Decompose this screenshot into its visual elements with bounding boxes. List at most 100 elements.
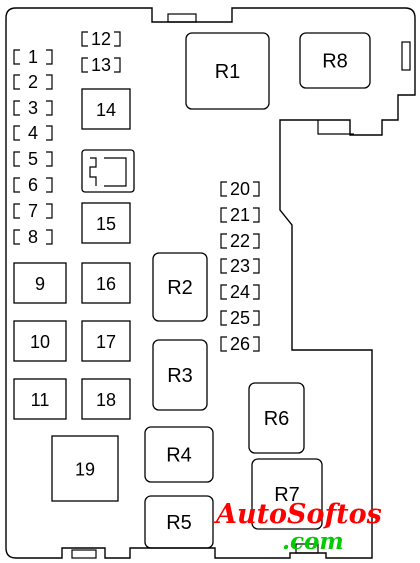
relay-r1: R1 — [185, 32, 270, 110]
relay-outline — [251, 458, 323, 530]
small-fuse-label: 3 — [28, 98, 38, 118]
small-fuse-label: 12 — [91, 29, 111, 49]
large-fuse-11: 11 — [13, 378, 67, 420]
large-fuse-outline — [13, 262, 67, 304]
small-fuse-label: 26 — [230, 334, 250, 354]
large-fuse-label: 9 — [35, 274, 45, 294]
relay-label: R3 — [167, 365, 193, 387]
small-fuse-4: 4 — [13, 123, 53, 143]
large-fuse-label: 16 — [96, 274, 116, 294]
small-fuse-label: 20 — [230, 179, 250, 199]
small-fuse-3: 3 — [13, 98, 53, 118]
small-fuse-label: 21 — [230, 205, 250, 225]
watermark-line2: .com — [282, 528, 344, 555]
relay-label: R1 — [215, 61, 241, 83]
small-fuse-12: 12 — [81, 29, 121, 49]
large-fuse-14: 14 — [81, 88, 131, 130]
small-fuse-7: 7 — [13, 201, 53, 221]
small-fuse-outline — [13, 49, 53, 65]
small-fuse-outline — [220, 207, 260, 223]
large-fuse-outline — [81, 378, 131, 420]
r8-notch — [317, 120, 354, 135]
small-fuse-label: 7 — [28, 201, 38, 221]
fuse-box-outline — [5, 7, 416, 559]
large-fuse-outline — [81, 262, 131, 304]
relay-outline — [152, 252, 208, 322]
bottom-tab-right — [295, 543, 319, 554]
small-fuse-label: 25 — [230, 308, 250, 328]
small-fuse-label: 5 — [28, 149, 38, 169]
large-fuse-outline — [81, 202, 131, 244]
small-fuse-6: 6 — [13, 175, 53, 195]
fuse-layer: 1234567812132021222324252691011141516171… — [13, 29, 260, 502]
large-fuse-9: 9 — [13, 262, 67, 304]
relay-outline — [152, 339, 208, 411]
relay-r3: R3 — [152, 339, 208, 411]
small-fuse-outline — [220, 258, 260, 274]
large-fuse-outline — [81, 320, 131, 362]
small-fuse-25: 25 — [220, 308, 260, 328]
relay-label: R2 — [167, 277, 193, 299]
relay-outline — [144, 426, 214, 483]
watermark-line1: AutoSoftos — [213, 499, 382, 530]
small-fuse-22: 22 — [220, 231, 260, 251]
small-fuse-label: 1 — [28, 47, 38, 67]
small-fuse-label: 4 — [28, 123, 38, 143]
large-fuse-label: 14 — [96, 100, 116, 120]
relay-r4: R4 — [144, 426, 214, 483]
small-fuse-23: 23 — [220, 256, 260, 276]
relay-outline — [248, 382, 305, 454]
small-fuse-outline — [220, 181, 260, 197]
relay-r5: R5 — [144, 495, 214, 549]
small-fuse-outline — [220, 310, 260, 326]
relay-label: R7 — [274, 484, 300, 506]
relay-label: R6 — [264, 408, 290, 430]
small-fuse-label: 6 — [28, 175, 38, 195]
small-fuse-outline — [13, 100, 53, 116]
small-fuse-20: 20 — [220, 179, 260, 199]
small-fuse-label: 24 — [230, 282, 250, 302]
small-fuse-outline — [13, 74, 53, 90]
small-fuse-26: 26 — [220, 334, 260, 354]
large-fuse-outline — [13, 320, 67, 362]
small-fuse-outline — [220, 284, 260, 300]
small-fuse-outline — [220, 336, 260, 352]
relay-label: R5 — [166, 512, 192, 534]
large-fuse-label: 19 — [75, 460, 95, 480]
relay-r6: R6 — [248, 382, 305, 454]
right-tab — [401, 41, 411, 71]
small-fuse-label: 23 — [230, 256, 250, 276]
bottom-tab-left — [71, 549, 97, 559]
relay-outline — [144, 495, 214, 549]
large-fuse-10: 10 — [13, 320, 67, 362]
small-fuse-8: 8 — [13, 227, 53, 247]
small-fuse-label: 13 — [91, 55, 111, 75]
small-fuse-label: 2 — [28, 72, 38, 92]
small-fuse-21: 21 — [220, 205, 260, 225]
relay-label: R4 — [166, 445, 192, 467]
relay-label: R8 — [322, 51, 348, 73]
large-fuse-19: 19 — [51, 435, 119, 502]
large-fuse-outline — [81, 88, 131, 130]
small-fuse-outline — [81, 31, 121, 47]
large-fuse-label: 10 — [30, 332, 50, 352]
small-fuse-label: 8 — [28, 227, 38, 247]
connector-block — [81, 149, 135, 193]
relay-outline — [299, 32, 371, 89]
relay-r2: R2 — [152, 252, 208, 322]
large-fuse-16: 16 — [81, 262, 131, 304]
small-fuse-label: 22 — [230, 231, 250, 251]
small-fuse-outline — [13, 125, 53, 141]
large-fuse-17: 17 — [81, 320, 131, 362]
small-fuse-outline — [13, 203, 53, 219]
small-fuse-outline — [13, 229, 53, 245]
top-tab — [167, 13, 197, 23]
small-fuse-5: 5 — [13, 149, 53, 169]
relay-outline — [185, 32, 270, 110]
large-fuse-outline — [13, 378, 67, 420]
small-fuse-13: 13 — [81, 55, 121, 75]
small-fuse-outline — [13, 177, 53, 193]
small-fuse-1: 1 — [13, 47, 53, 67]
